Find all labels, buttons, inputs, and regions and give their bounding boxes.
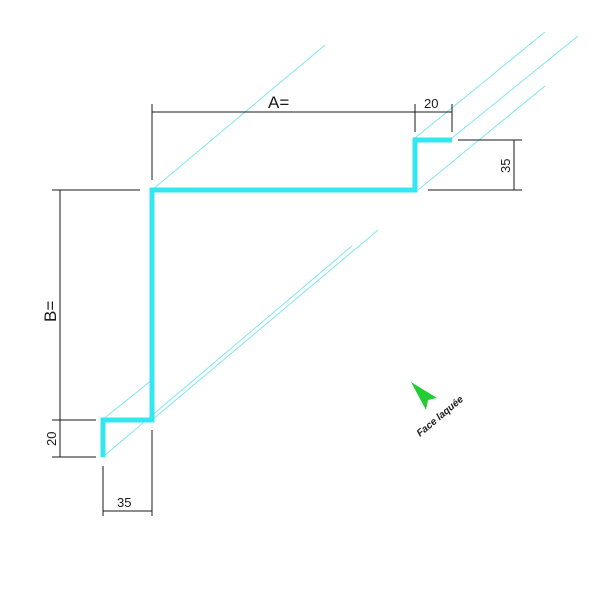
arrow-icon bbox=[411, 382, 437, 410]
dimension-bottom-width bbox=[102, 430, 153, 516]
dimension-top-return bbox=[415, 104, 453, 132]
projection-line-inner-step bbox=[417, 85, 546, 191]
dimension-top-height bbox=[428, 139, 522, 191]
profile-outline bbox=[100, 137, 452, 457]
projection-line-lower-corner bbox=[151, 229, 379, 421]
projection-line-bottom-end bbox=[103, 245, 353, 457]
dimension-b bbox=[52, 189, 140, 421]
dimension-bottom-return-label: 20 bbox=[44, 432, 59, 446]
dimension-top-height-label: 35 bbox=[498, 159, 513, 173]
dimension-b-label: B= bbox=[41, 301, 60, 322]
dimension-a bbox=[151, 104, 416, 180]
dimension-a-label: A= bbox=[268, 93, 289, 112]
projection-lines bbox=[101, 31, 579, 457]
projection-line-top-left-corner bbox=[414, 31, 546, 139]
dimension-bottom-width-label: 35 bbox=[117, 495, 131, 510]
projection-line-top-right-end bbox=[451, 35, 579, 139]
projection-line-upper-corner bbox=[151, 44, 326, 191]
dimension-top-return-label: 20 bbox=[424, 96, 438, 111]
projection-line-bottom-step bbox=[101, 379, 153, 421]
arrow-head-shape bbox=[411, 382, 437, 410]
dimension-bottom-return bbox=[52, 420, 96, 458]
